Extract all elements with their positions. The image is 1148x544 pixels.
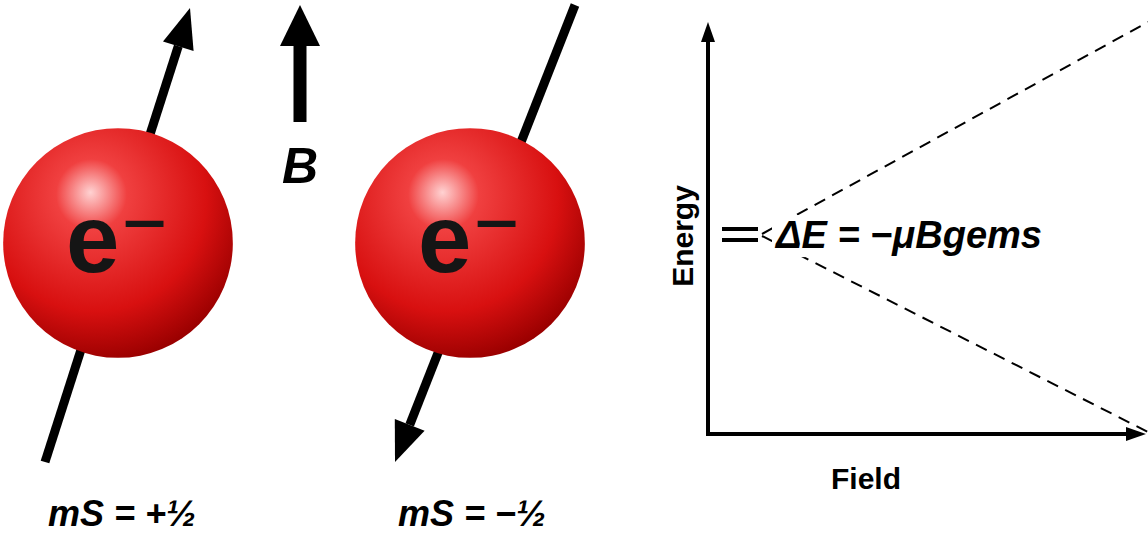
electron-sphere: e⁻ (354, 127, 586, 359)
split-levels (762, 22, 1148, 432)
axis-title: Field (831, 462, 901, 495)
axis-title: Energy (666, 185, 699, 287)
electron-symbol: e⁻ (66, 191, 170, 287)
electron-symbol: e⁻ (418, 191, 522, 287)
spin-quantum-label: mS = −½ (398, 494, 546, 534)
electron-sphere: e⁻ (2, 127, 234, 359)
field-label: B (282, 139, 318, 194)
field-arrow (280, 5, 320, 122)
degenerate-level (722, 229, 758, 240)
splitting-equation: ΔE = −μBgems (772, 215, 1046, 257)
spin-quantum-label: mS = +½ (48, 494, 196, 534)
